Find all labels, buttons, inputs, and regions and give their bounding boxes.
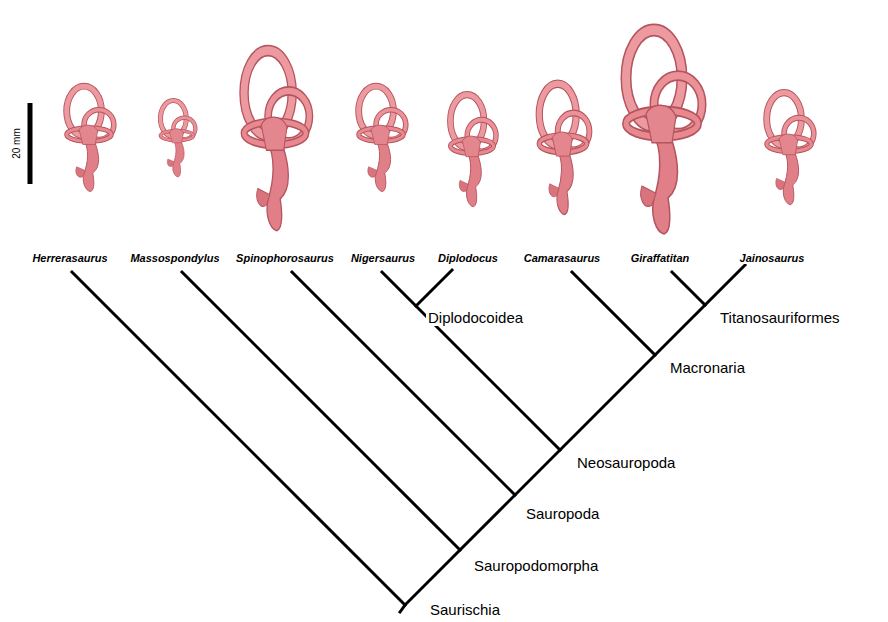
clade-name: Titanosauriformes xyxy=(718,310,842,327)
clade-name: Macronaria xyxy=(668,360,747,377)
clade-name: Sauropoda xyxy=(524,506,601,523)
clade-name: Diplodocoidea xyxy=(426,310,525,327)
clade-name: Neosauropoda xyxy=(575,455,677,472)
taxon-name: Giraffatitan xyxy=(630,252,690,264)
taxon-name: Jainosaurus xyxy=(739,252,806,264)
taxon-name: Nigersaurus xyxy=(350,252,416,264)
taxon-name: Spinophorosaurus xyxy=(235,252,335,264)
clade-name: Saurischia xyxy=(428,602,502,619)
taxon-name: Diplodocus xyxy=(437,252,499,264)
scale-label: 20 mm xyxy=(11,128,22,159)
taxon-name: Herrerasaurus xyxy=(31,252,108,264)
taxon-name: Camarasaurus xyxy=(523,252,601,264)
taxon-name: Massospondylus xyxy=(129,252,220,264)
clade-name: Sauropodomorpha xyxy=(472,558,600,575)
